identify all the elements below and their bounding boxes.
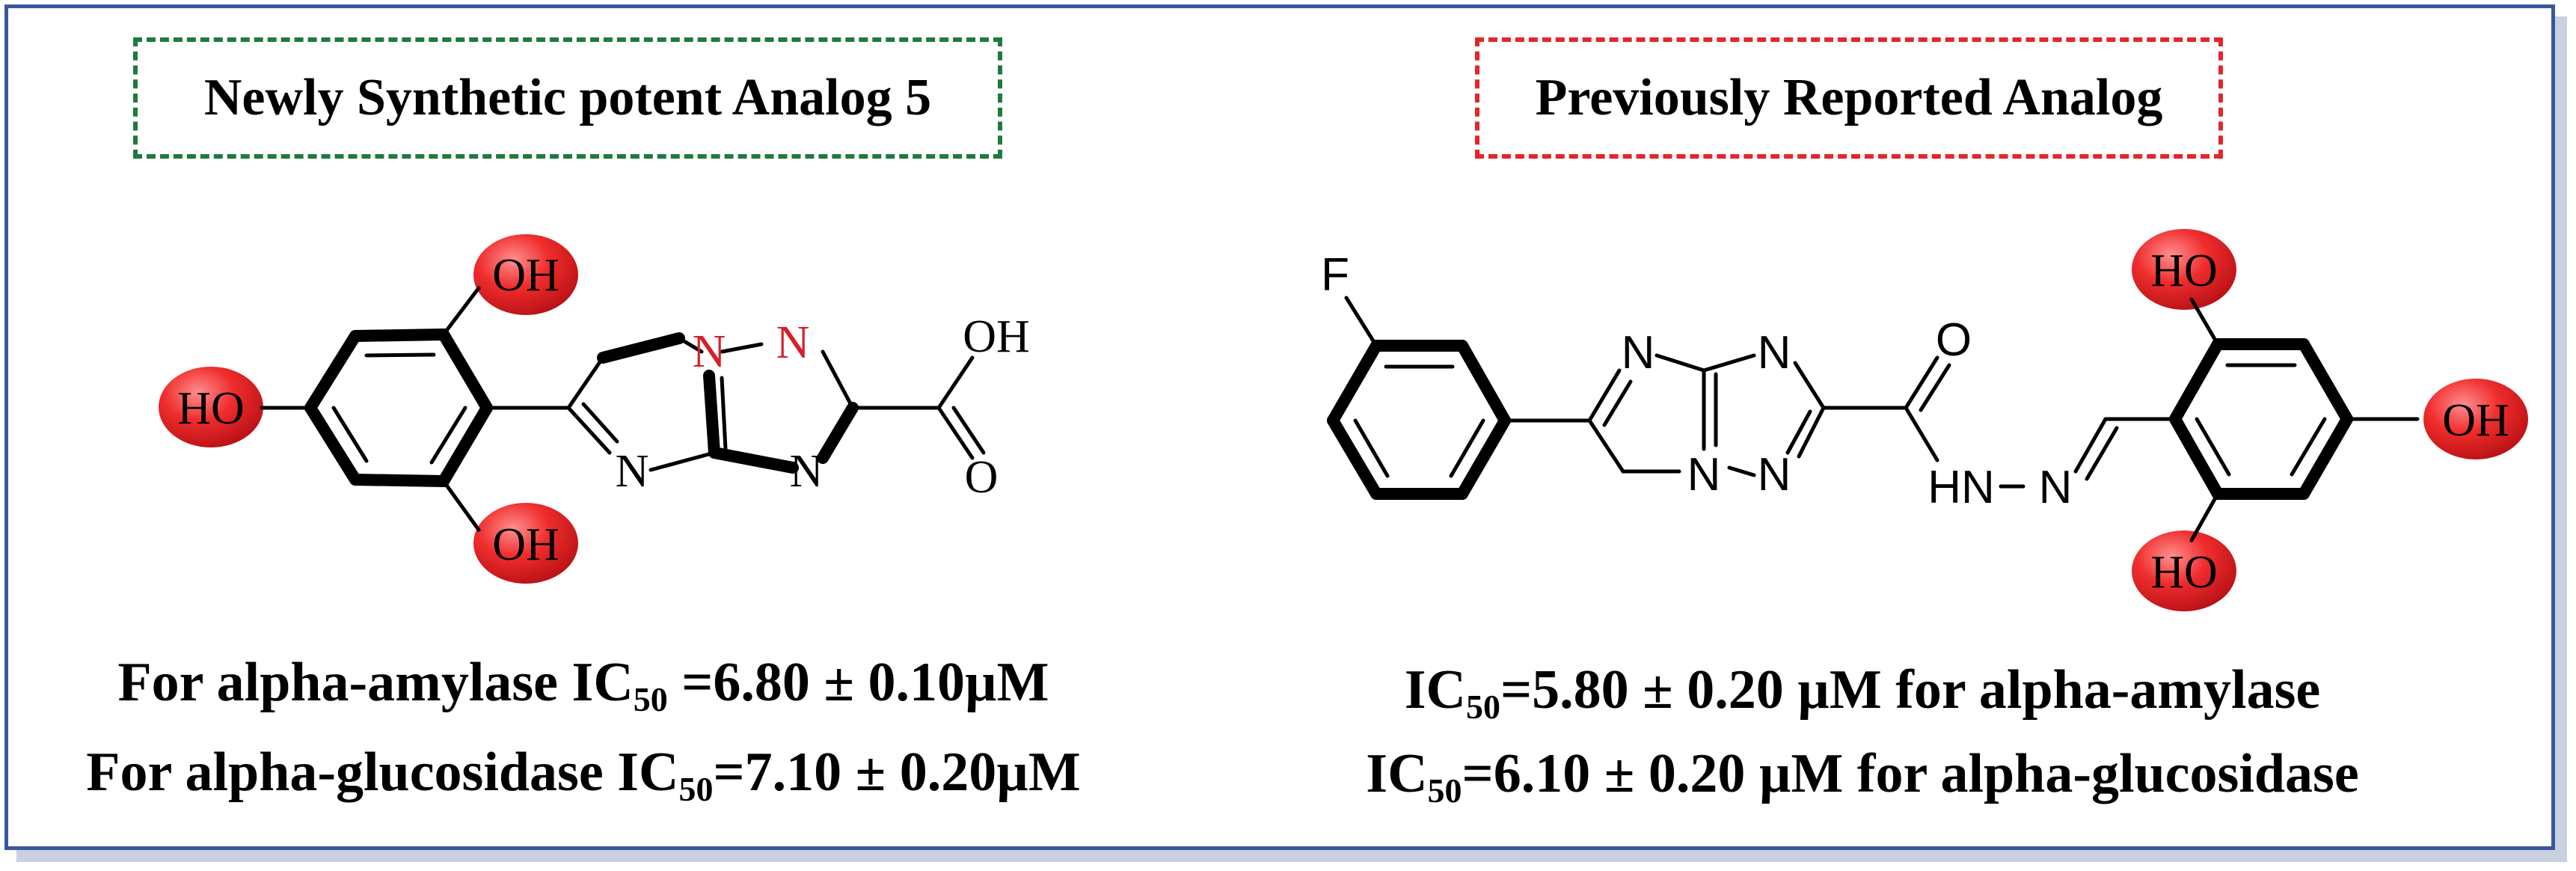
phenyl-ring-right-double-bonds bbox=[2195, 363, 2327, 477]
ho-left-highlight bbox=[159, 367, 263, 447]
phenyl-ring-left bbox=[304, 328, 493, 487]
previous-analog-atom-labels: F N N N N O HN N HO OH HO bbox=[1321, 245, 2509, 598]
n-imidazole-label: N bbox=[1622, 327, 1655, 379]
fluorophenyl-double-bonds bbox=[1353, 364, 1485, 478]
oh-right-highlight bbox=[2423, 379, 2528, 459]
acid-o-label: O bbox=[965, 452, 999, 503]
oh-right-label: OH bbox=[2442, 395, 2509, 446]
left-activity-line-1: For alpha-amylase IC50 =6.80 ± 0.10µM bbox=[117, 652, 1049, 718]
oh-top-label: OH bbox=[492, 250, 559, 301]
fluorine-label: F bbox=[1321, 249, 1349, 301]
oh-top-highlight bbox=[473, 234, 578, 315]
right-activity-line-1: IC50=5.80 ± 0.20 µM for alpha-amylase bbox=[1404, 659, 2321, 726]
fluorophenyl-ring bbox=[1327, 340, 1511, 500]
ho-bottom-highlight bbox=[2132, 531, 2236, 611]
left-panel-title: Newly Synthetic potent Analog 5 bbox=[133, 37, 1002, 159]
n-bridge-label: N bbox=[693, 326, 726, 377]
phenyl-ring-right-substituents bbox=[2189, 297, 2420, 543]
acid-oh-label: OH bbox=[963, 311, 1030, 362]
phenyl-ring-right bbox=[2169, 338, 2353, 500]
ho-top-label: HO bbox=[2150, 245, 2218, 296]
ho-bottom-label: HO bbox=[2150, 547, 2218, 598]
ho-left-label: HO bbox=[177, 383, 245, 434]
n-triazole-low-label: N bbox=[1758, 449, 1791, 501]
hydrazone-linker bbox=[1904, 355, 2177, 489]
fluorophenyl-substituents bbox=[1344, 296, 1592, 423]
n-imine-label: N bbox=[2039, 462, 2073, 513]
hn-label: HN bbox=[1928, 462, 1995, 513]
n-top-label: N bbox=[776, 317, 810, 368]
oh-bottom-label: OH bbox=[492, 519, 559, 570]
fused-core-left bbox=[566, 332, 941, 474]
carbonyl-o-label: O bbox=[1936, 314, 1972, 366]
n-low-right-label: N bbox=[790, 446, 824, 497]
figure-frame bbox=[4, 4, 2555, 850]
carboxylic-acid-left bbox=[936, 355, 986, 460]
n-low-left-label: N bbox=[616, 446, 649, 497]
oh-bottom-highlight bbox=[473, 503, 578, 584]
right-panel-title: Previously Reported Analog bbox=[1475, 37, 2223, 159]
substituent-bonds-left bbox=[260, 286, 571, 532]
analog-5-atom-labels: OH HO OH N N N N OH O bbox=[177, 250, 1030, 570]
previous-analog-structure bbox=[1327, 229, 2528, 611]
analog-5-structure bbox=[159, 234, 986, 584]
phenyl-ring-left-double-bonds bbox=[331, 352, 467, 465]
fused-core-right bbox=[1587, 353, 1908, 477]
n-bridge-right-label: N bbox=[1687, 449, 1721, 501]
right-activity-line-2: IC50=6.10 ± 0.20 µM for alpha-glucosidas… bbox=[1366, 743, 2359, 810]
ho-top-highlight bbox=[2132, 229, 2236, 310]
left-activity-line-2: For alpha-glucosidase IC50=7.10 ± 0.20µM bbox=[86, 742, 1081, 808]
n-triazole-top-label: N bbox=[1758, 327, 1791, 379]
